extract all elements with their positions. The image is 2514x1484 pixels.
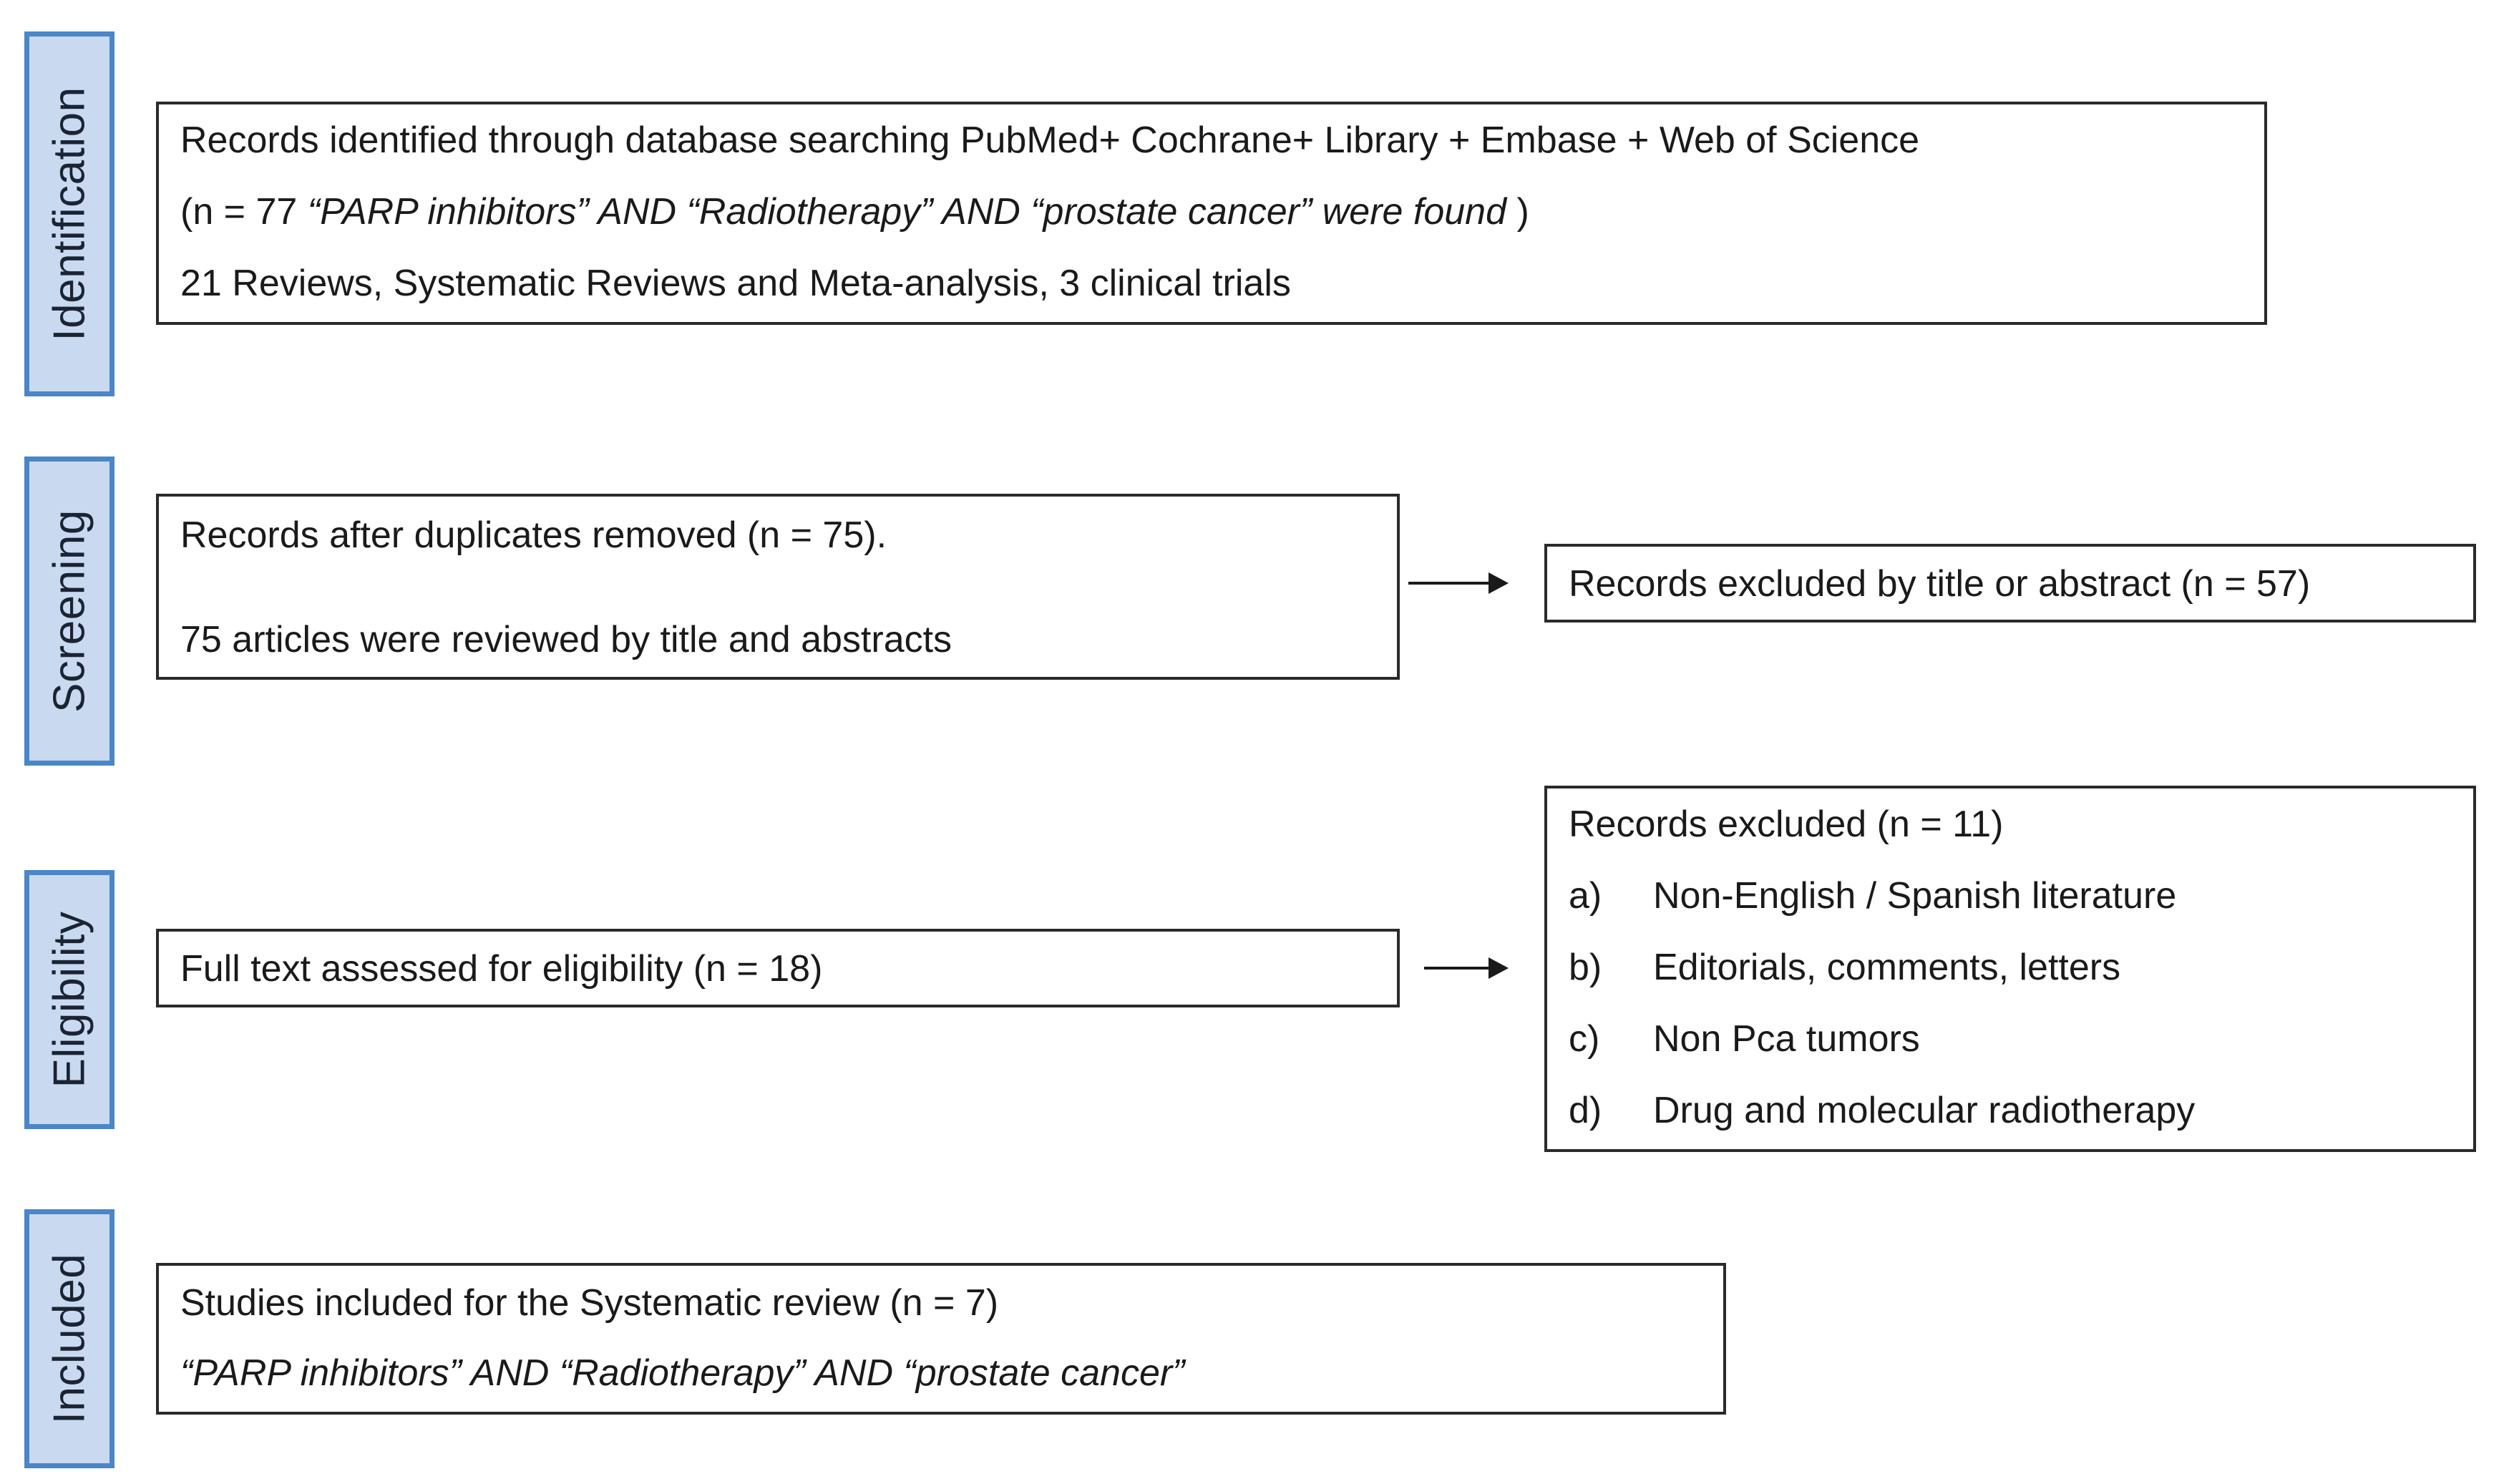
identification-line-2-prefix: (n = 77 — [180, 191, 308, 233]
excluded-by-title-text: Records excluded by title or abstract (n… — [1569, 563, 2311, 605]
stage-label-screening: Screening — [24, 457, 115, 766]
screening-line-1: Records after duplicates removed (n = 75… — [180, 514, 887, 556]
included-line-1: Studies included for the Systematic revi… — [180, 1282, 999, 1324]
identification-line-3: 21 Reviews, Systematic Reviews and Meta-… — [180, 263, 1291, 304]
screening-line-2: 75 articles were reviewed by title and a… — [180, 619, 953, 660]
exclusion-reason-text: Drug and molecular radiotherapy — [1653, 1090, 2196, 1131]
exclusion-reason-letter: d) — [1569, 1090, 1602, 1131]
included-studies-box: Studies included for the Systematic revi… — [156, 1263, 1726, 1415]
stage-label-identification-text: Identification — [44, 87, 94, 341]
stage-label-screening-text: Screening — [44, 509, 94, 713]
exclusion-reason-text: Non Pca tumors — [1653, 1018, 1920, 1060]
exclusion-reason-letter: c) — [1569, 1018, 1600, 1060]
identification-line-1: Records identified through database sear… — [180, 119, 1920, 161]
full-text-eligibility-text: Full text assessed for eligibility (n = … — [180, 948, 823, 990]
arrow-screening-to-excluded — [1408, 572, 1509, 594]
exclusion-reason-letter: b) — [1569, 947, 1602, 988]
stage-label-eligibility-text: Eligibility — [44, 911, 94, 1088]
excluded-by-title-box: Records excluded by title or abstract (n… — [1544, 544, 2476, 623]
exclusion-reason-text: Non-English / Spanish literature — [1653, 875, 2177, 917]
screening-box: Records after duplicates removed (n = 75… — [156, 494, 1400, 680]
included-line-2: “PARP inhibitors” AND “Radiotherapy” AND… — [180, 1352, 1185, 1394]
exclusion-reason-text: Editorials, comments, letters — [1653, 947, 2121, 988]
records-excluded-box: Records excluded (n = 11) a) Non-English… — [1544, 786, 2476, 1152]
stage-label-identification: Identification — [24, 31, 115, 396]
arrow-fulltext-to-excluded — [1424, 957, 1509, 979]
identification-line-2-query: “PARP inhibitors” AND “Radiotherapy” AND… — [307, 191, 1507, 233]
identification-line-2: (n = 77 “PARP inhibitors” AND “Radiother… — [180, 193, 1529, 230]
full-text-eligibility-box: Full text assessed for eligibility (n = … — [156, 929, 1400, 1007]
records-excluded-title: Records excluded (n = 11) — [1569, 804, 2004, 845]
identification-box: Records identified through database sear… — [156, 102, 2267, 325]
stage-label-included-text: Included — [44, 1253, 94, 1425]
exclusion-reason-letter: a) — [1569, 875, 1602, 917]
identification-line-2-suffix: ) — [1506, 191, 1529, 233]
stage-label-included: Included — [24, 1209, 115, 1468]
stage-label-eligibility: Eligibility — [24, 870, 115, 1129]
